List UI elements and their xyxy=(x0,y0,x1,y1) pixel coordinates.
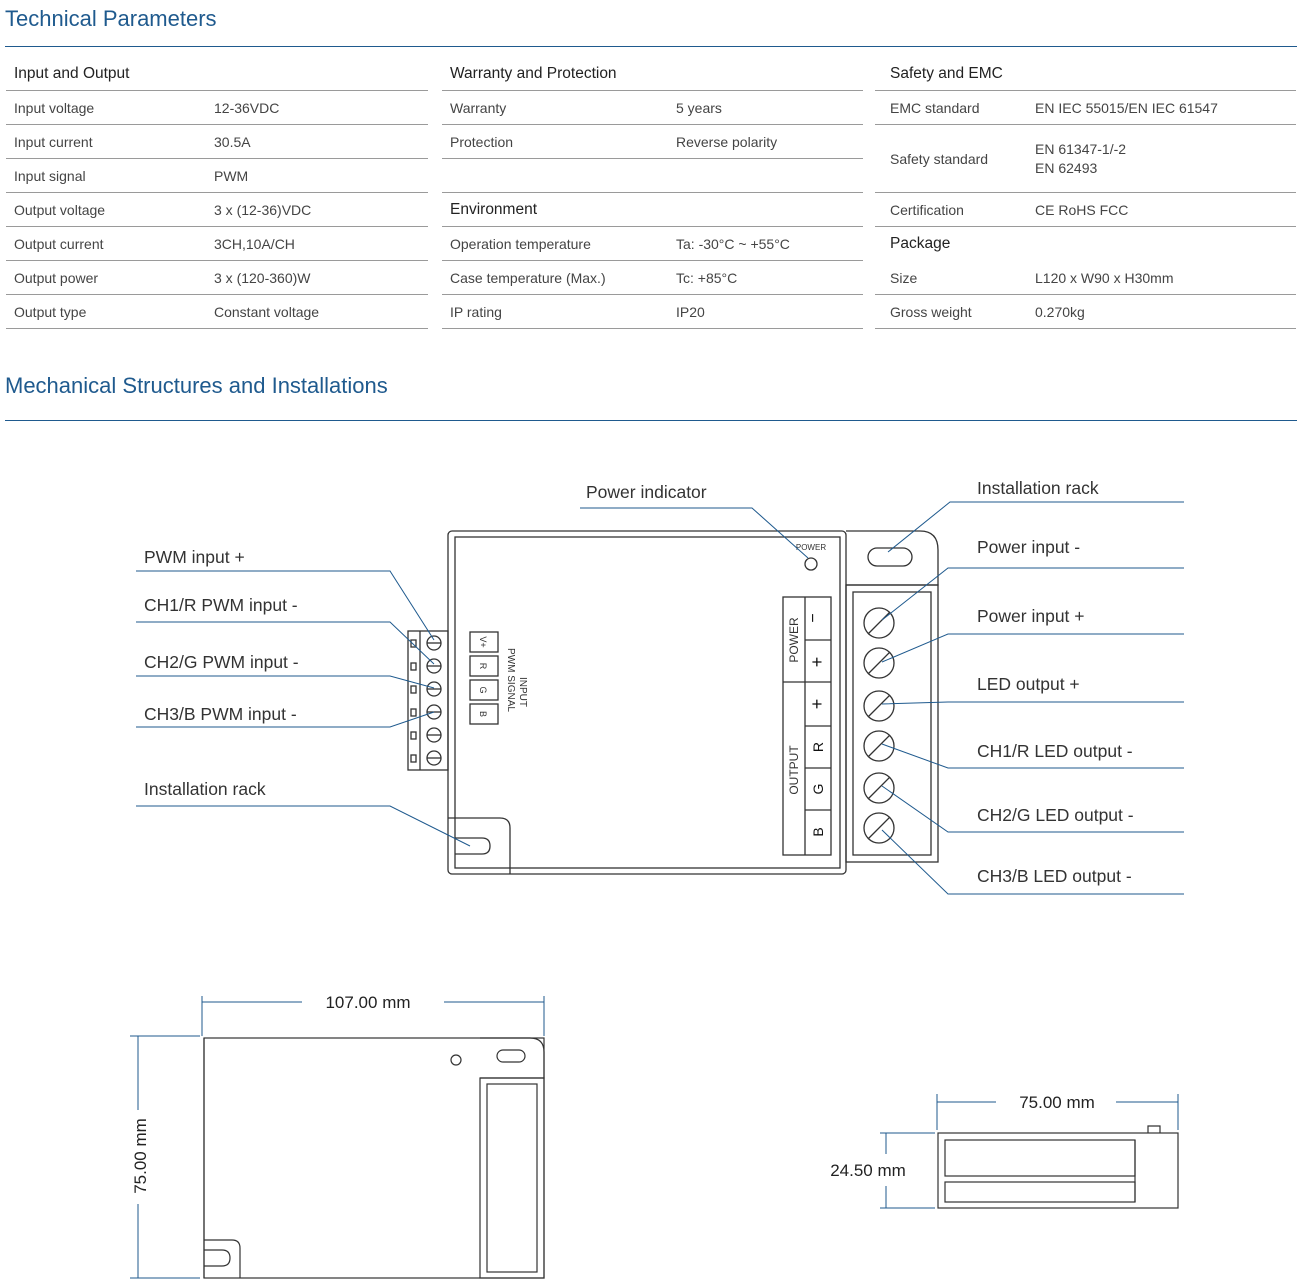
title-divider xyxy=(5,420,1297,421)
warranty-heading: Warranty and Protection xyxy=(450,65,617,82)
term-r: R xyxy=(810,742,826,752)
pin-b: B xyxy=(478,711,488,717)
mechanical-title: Mechanical Structures and Installations xyxy=(5,373,388,398)
top-view-outline xyxy=(203,1037,545,1279)
label-ch2-pwm-input: CH2/G PWM input - xyxy=(144,652,299,672)
rack-slot-icon-bottom xyxy=(455,837,491,855)
pwm-signal-label: PWM SIGNAL xyxy=(505,648,516,712)
term-b: B xyxy=(810,827,826,836)
label-ch3-led-output: CH3/B LED output - xyxy=(977,866,1132,886)
table-header: Safety and EMC xyxy=(875,58,1296,91)
label-ch3-pwm-input: CH3/B PWM input - xyxy=(144,704,297,724)
table-row: Case temperature (Max.)Tc: +85°C xyxy=(442,261,863,295)
term-minus: − xyxy=(805,613,822,622)
power-small-label: POWER xyxy=(796,543,826,552)
package-heading: Package xyxy=(890,235,951,252)
rack-slot-icon xyxy=(867,547,913,567)
technical-parameters-title: Technical Parameters xyxy=(5,6,217,31)
table-header: Package xyxy=(875,227,1296,261)
pin-vplus: V+ xyxy=(478,636,488,647)
controller-face xyxy=(454,536,841,869)
label-power-input-minus: Power input - xyxy=(977,537,1080,557)
pin-r: R xyxy=(478,663,488,670)
environment-heading: Environment xyxy=(450,200,538,218)
table-header: Input and Output xyxy=(6,58,428,91)
term-out-plus: + xyxy=(807,699,827,710)
label-led-output-plus: LED output + xyxy=(977,674,1080,694)
input-label: INPUT xyxy=(517,677,528,707)
dim-side-height: 24.50 mm xyxy=(830,1161,906,1180)
pin-g: G xyxy=(478,686,488,693)
label-ch2-led-output: CH2/G LED output - xyxy=(977,805,1134,825)
safety-heading: Safety and EMC xyxy=(890,65,1003,82)
label-ch1-pwm-input: CH1/R PWM input - xyxy=(144,595,298,615)
dim-side-width: 75.00 mm xyxy=(1019,1093,1095,1112)
dim-width-top: 107.00 mm xyxy=(325,993,410,1012)
side-view-outline xyxy=(937,1132,1179,1209)
term-plus: + xyxy=(807,657,827,668)
label-power-indicator: Power indicator xyxy=(586,482,707,502)
title-divider xyxy=(5,46,1297,47)
label-ch1-led-output: CH1/R LED output - xyxy=(977,741,1133,761)
term-g: G xyxy=(810,784,826,795)
output-group-label: OUTPUT xyxy=(787,745,801,795)
label-installation-rack-left: Installation rack xyxy=(144,779,266,799)
dim-height-left: 75.00 mm xyxy=(131,1118,150,1194)
top-right-bracket xyxy=(846,530,939,586)
label-power-input-plus: Power input + xyxy=(977,606,1085,626)
table-row-blank xyxy=(442,159,863,193)
table-header: Warranty and Protection xyxy=(442,58,863,91)
table-header: Environment xyxy=(442,193,863,227)
power-led xyxy=(804,557,818,571)
power-group-label: POWER xyxy=(787,617,801,663)
input-output-heading: Input and Output xyxy=(14,65,130,82)
label-installation-rack-right: Installation rack xyxy=(977,478,1099,498)
output-terminal-block xyxy=(845,584,939,863)
label-pwm-input-plus: PWM input + xyxy=(144,547,245,567)
